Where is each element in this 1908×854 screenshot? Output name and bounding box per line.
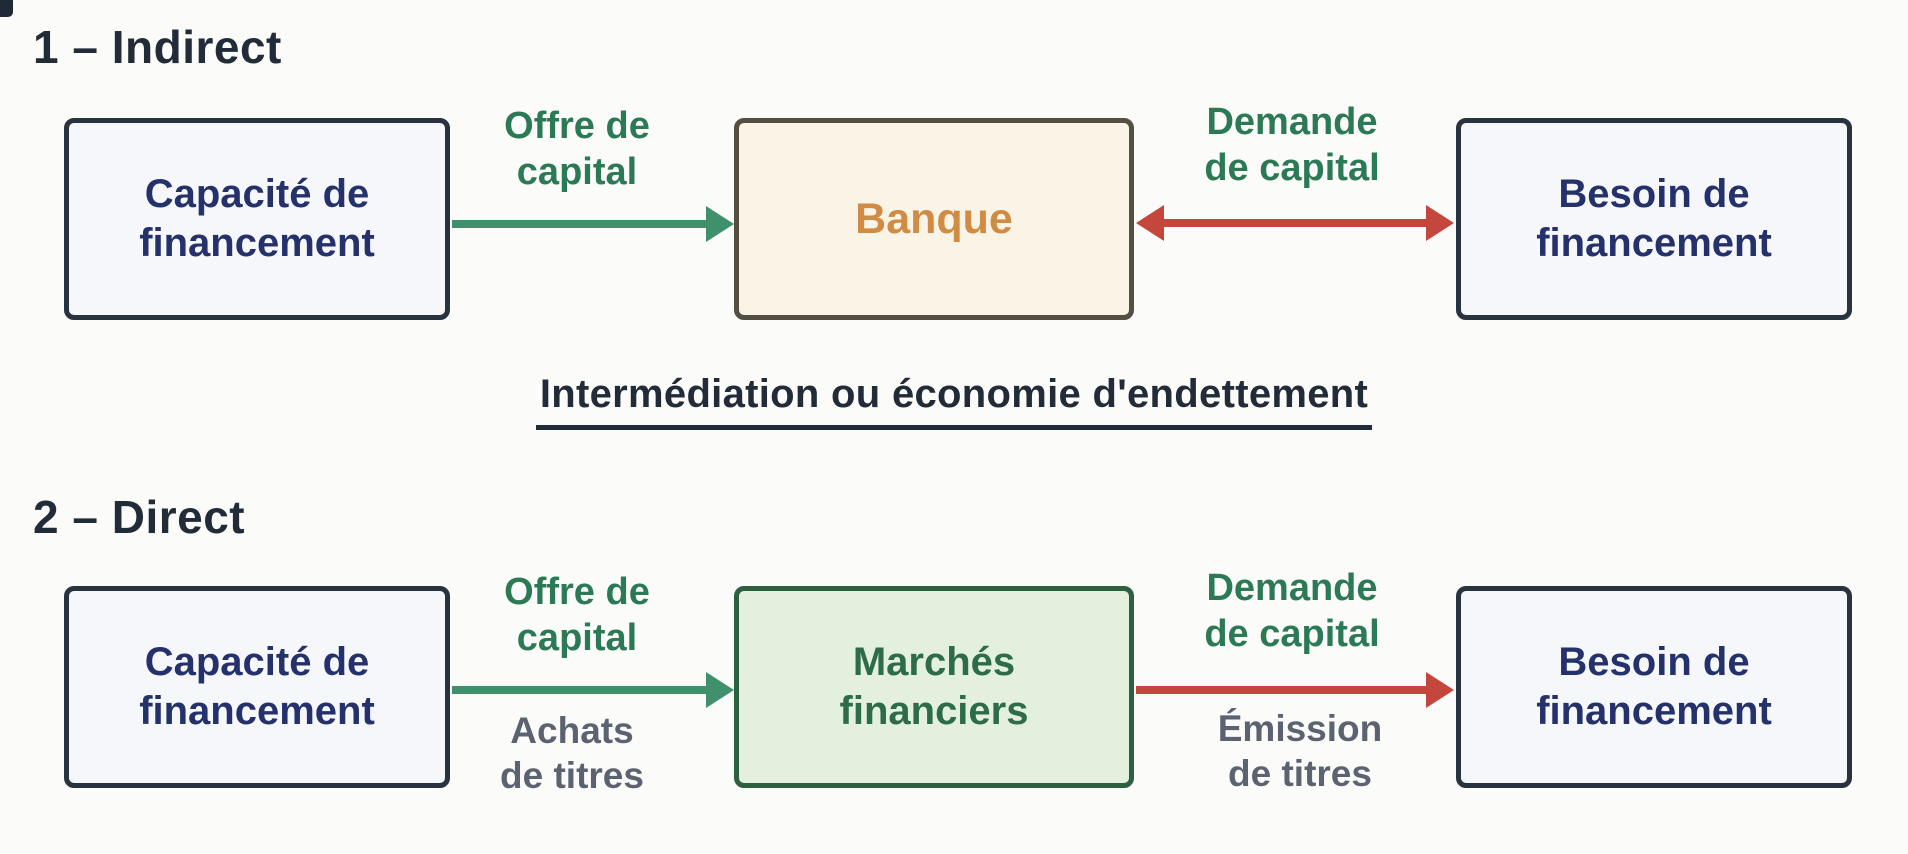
- section-direct-title: 2 – Direct: [33, 491, 246, 543]
- demand-arrow-direct-shaft: [1136, 686, 1432, 694]
- box-banque: Banque: [734, 118, 1134, 320]
- box-besoin-financement-indirect-label: Besoin de financement: [1536, 172, 1772, 265]
- supply-arrow-direct-shaft: [452, 686, 712, 694]
- arrow-right-head-icon: [706, 206, 734, 242]
- supply-arrow-indirect: [452, 206, 734, 242]
- box-marches-financiers-label: Marchés financiers: [839, 640, 1029, 733]
- section-indirect-title: 1 – Indirect: [33, 21, 282, 73]
- demande-de-capital-label-direct: Demande de capital: [1204, 567, 1380, 655]
- demande-de-capital-label-indirect: Demande de capital: [1204, 101, 1380, 189]
- achats-de-titres-label: Achats de titres: [500, 710, 644, 797]
- intermediation-caption-row: Intermédiation ou économie d'endettement: [0, 372, 1908, 430]
- arrow-right-head-icon: [1426, 205, 1454, 241]
- demand-arrow-direct: [1136, 672, 1454, 708]
- demand-arrow-indirect-double: [1136, 205, 1454, 241]
- box-banque-label: Banque: [855, 194, 1013, 243]
- demand-arrow-indirect-shaft: [1158, 219, 1432, 227]
- corner-artifact: [0, 0, 13, 17]
- offre-de-capital-label-indirect: Offre de capital: [504, 105, 650, 193]
- arrow-left-head-icon: [1136, 205, 1164, 241]
- box-besoin-financement-direct-label: Besoin de financement: [1536, 640, 1772, 733]
- emission-de-titres-label: Émission de titres: [1217, 708, 1383, 795]
- box-capacite-financement-indirect-label: Capacité de financement: [139, 172, 375, 265]
- supply-arrow-direct: [452, 672, 734, 708]
- box-capacite-financement-indirect: Capacité de financement: [64, 118, 450, 320]
- box-besoin-financement-indirect: Besoin de financement: [1456, 118, 1852, 320]
- supply-arrow-indirect-shaft: [452, 220, 712, 228]
- box-capacite-financement-direct: Capacité de financement: [64, 586, 450, 788]
- offre-de-capital-label-direct: Offre de capital: [504, 571, 650, 659]
- box-besoin-financement-direct: Besoin de financement: [1456, 586, 1852, 788]
- arrow-right-head-icon: [706, 672, 734, 708]
- arrow-right-head-icon: [1426, 672, 1454, 708]
- box-marches-financiers: Marchés financiers: [734, 586, 1134, 788]
- intermediation-caption: Intermédiation ou économie d'endettement: [535, 372, 1373, 430]
- box-capacite-financement-direct-label: Capacité de financement: [139, 640, 375, 733]
